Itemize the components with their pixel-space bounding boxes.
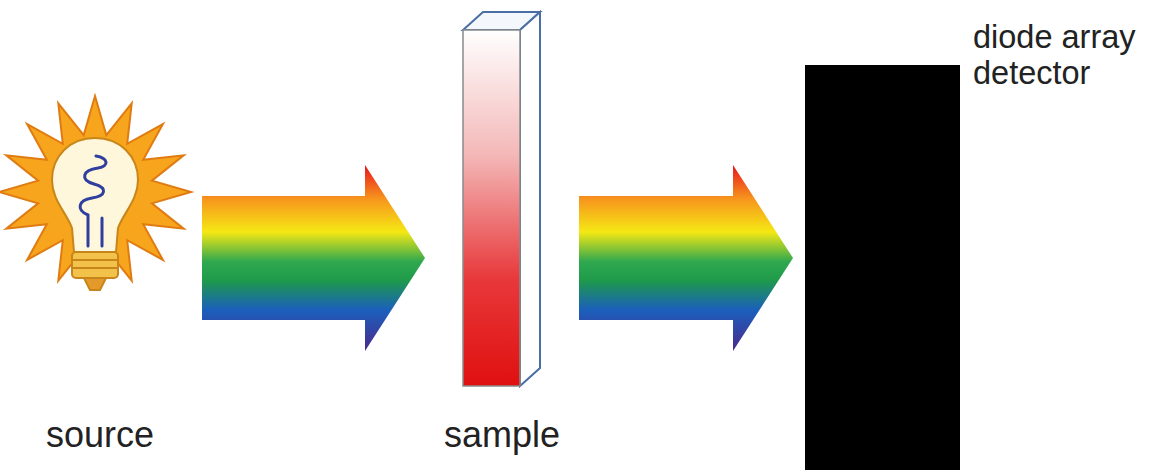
base-thread bbox=[73, 259, 117, 261]
node-label: source bbox=[10, 415, 190, 455]
cuvette-drawing bbox=[463, 12, 540, 386]
light-burst bbox=[0, 96, 191, 288]
filament bbox=[80, 156, 106, 246]
detector-box: diode array detector bbox=[805, 65, 960, 470]
cuvette-front bbox=[463, 30, 520, 386]
base-thread bbox=[73, 267, 117, 269]
bulb-tip bbox=[84, 278, 106, 290]
light-source: source bbox=[10, 40, 190, 460]
bulb-glass bbox=[52, 138, 138, 252]
node-label: sample bbox=[437, 415, 567, 455]
bulb-base bbox=[72, 252, 118, 278]
node-label: diode array detector bbox=[973, 19, 1173, 92]
light-beam-arrow bbox=[579, 165, 793, 351]
light-beam-arrow bbox=[202, 165, 425, 351]
cuvette-side bbox=[520, 12, 540, 386]
sample-cuvette: sample bbox=[437, 8, 567, 460]
light-bulb-icon bbox=[0, 96, 191, 290]
